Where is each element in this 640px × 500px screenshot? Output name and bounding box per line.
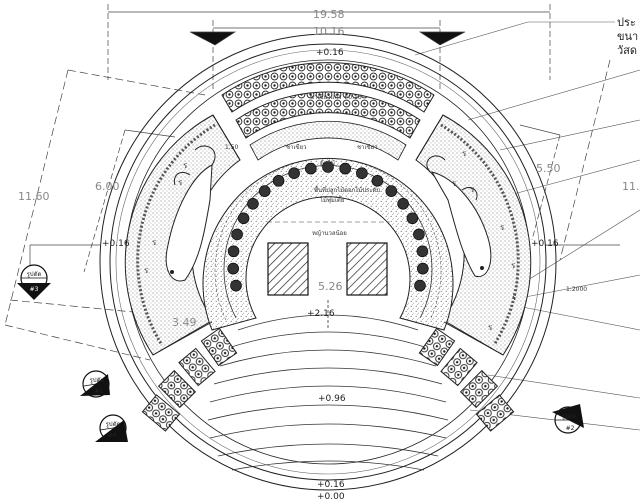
shrub [322,161,334,173]
left-hatched-block [267,242,309,296]
shrub [413,228,425,241]
dim-left-diagonal: 11.60 [18,190,50,203]
lower-left-flowerboxes [141,327,238,432]
svg-text:ชาเขียว: ชาเขียว [357,143,377,151]
shrub [339,162,352,175]
plant-markers: ร ร ร ร ร ร ร ร ร ร ร [144,149,517,332]
svg-text:1.50: 1.50 [225,144,239,151]
shrub [258,185,271,197]
shrub [237,212,250,225]
svg-text:ชาเขียว: ชาเขียว [286,143,306,151]
svg-text:#1: #1 [95,388,104,395]
svg-text:ร: ร [144,266,149,275]
level-top: +0.16 [316,48,344,58]
svg-text:รูปตัด: รูปตัด [90,377,105,384]
level-bottom: +0.16 [317,480,345,490]
svg-text:ชาเขียวแก้ว +0.16: ชาเขียวแก้ว +0.16 [310,93,362,101]
svg-text:ร: ร [500,223,505,232]
section-marker-4: รูปตัด #4 [95,414,128,442]
svg-text:ต้นไม้: ต้นไม้ [320,159,335,167]
right-notes: ประ ขนา วัสด [617,16,638,57]
left-fish-koi [165,164,213,282]
shrub [371,175,384,187]
dim-plaza-depth: 5.26 [318,280,343,293]
svg-text:หญ้านวลน้อย: หญ้านวลน้อย [312,230,347,237]
shrub [247,198,259,210]
dim-inner-width: 10.16 [313,25,345,38]
section-marker-2: รูปตัด #2 [552,404,584,434]
right-pond-garden [415,114,532,356]
svg-text:#2: #2 [566,425,575,432]
material-labels: ชาเขียวแก้ว +0.16 ชาเขียว ชาเขียว พื้นที… [225,93,380,237]
svg-text:#4: #4 [108,432,117,439]
svg-text:ร: ร [511,261,516,270]
shrub [272,175,285,187]
svg-text:ร: ร [470,185,475,194]
svg-text:ประ: ประ [617,16,636,29]
level-center: +2.16 [307,309,335,319]
dim-left-inner: 6.00 [95,180,120,193]
level-plaza: +0.96 [318,394,346,404]
svg-text:รูปตัด: รูปตัด [27,271,42,278]
shrub [304,162,317,175]
shrub [227,262,239,275]
level-left: +0.16 [102,239,130,249]
svg-text:ขนา: ขนา [617,30,638,43]
shrub [385,185,398,197]
section-marker-3: รูปตัด #3 [17,264,51,300]
svg-text:ร: ร [183,161,188,170]
shrub [230,279,242,292]
shrub [356,167,368,179]
shrub-ring [227,161,429,292]
radial-edges [152,114,504,356]
right-scale-note: 1:2000 [566,286,587,293]
svg-text:ร: ร [452,179,457,188]
svg-text:ร: ร [488,323,493,332]
svg-text:รูปตัด: รูปตัด [562,413,577,420]
dim-right-outer: 11.6 [622,180,640,193]
svg-text:ร: ร [152,238,157,247]
top-flower-bands [221,62,435,161]
dim-lower-left: 3.49 [172,316,197,329]
svg-text:วัสด: วัสด [617,44,637,57]
svg-text:ร: ร [462,149,467,158]
dim-right-inner: 5.50 [536,162,561,175]
shrub [231,228,243,241]
shrub [288,167,300,179]
right-fish-koi [430,171,492,277]
lower-right-flowerboxes [418,327,515,432]
svg-text:ไม้พุ่มเตี้ย: ไม้พุ่มเตี้ย [319,194,344,204]
shrub [414,279,426,292]
svg-text:พื้นที่ปลูกไม้ดอกไม้ประดับ: พื้นที่ปลูกไม้ดอกไม้ประดับ [314,184,380,194]
svg-text:ร: ร [512,293,517,302]
section-marker-1: รูปตัด #1 [80,370,110,398]
svg-text:รูปตัด: รูปตัด [106,421,121,428]
shrub [227,245,240,258]
shrub [397,198,409,210]
svg-text:ร: ร [178,178,183,187]
shrub [406,212,419,225]
plaza-steps [207,300,449,471]
level-bottom-edge: +0.00 [317,492,345,500]
dim-overall-width: 19.58 [313,8,345,21]
central-garden [202,158,454,331]
right-hatched-block [346,242,388,296]
shrub [416,245,429,258]
level-right: +0.16 [531,239,559,249]
dimension-lines [4,4,620,361]
left-pond-garden [124,114,241,356]
shrub [416,262,429,275]
svg-text:#3: #3 [30,286,39,293]
